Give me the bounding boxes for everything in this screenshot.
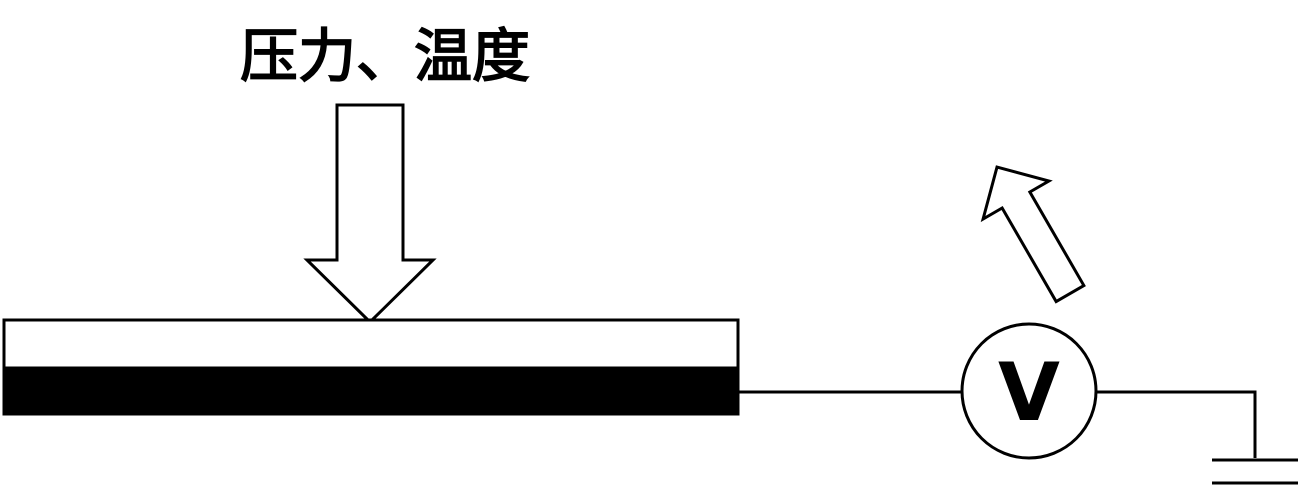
output-arrow-shape: [980, 165, 1086, 304]
sensor-top-layer: [2, 318, 740, 370]
up-right-arrow-icon: [980, 165, 1086, 304]
wire-meter-to-ground: [1096, 390, 1257, 458]
sensor-bottom-layer: [2, 366, 740, 416]
down-arrow-icon: [303, 103, 437, 325]
input-label: 压力、温度: [240, 22, 530, 90]
voltmeter-symbol: V: [998, 346, 1060, 439]
ground-icon: [1212, 458, 1298, 485]
voltmeter-icon: V: [960, 322, 1098, 460]
